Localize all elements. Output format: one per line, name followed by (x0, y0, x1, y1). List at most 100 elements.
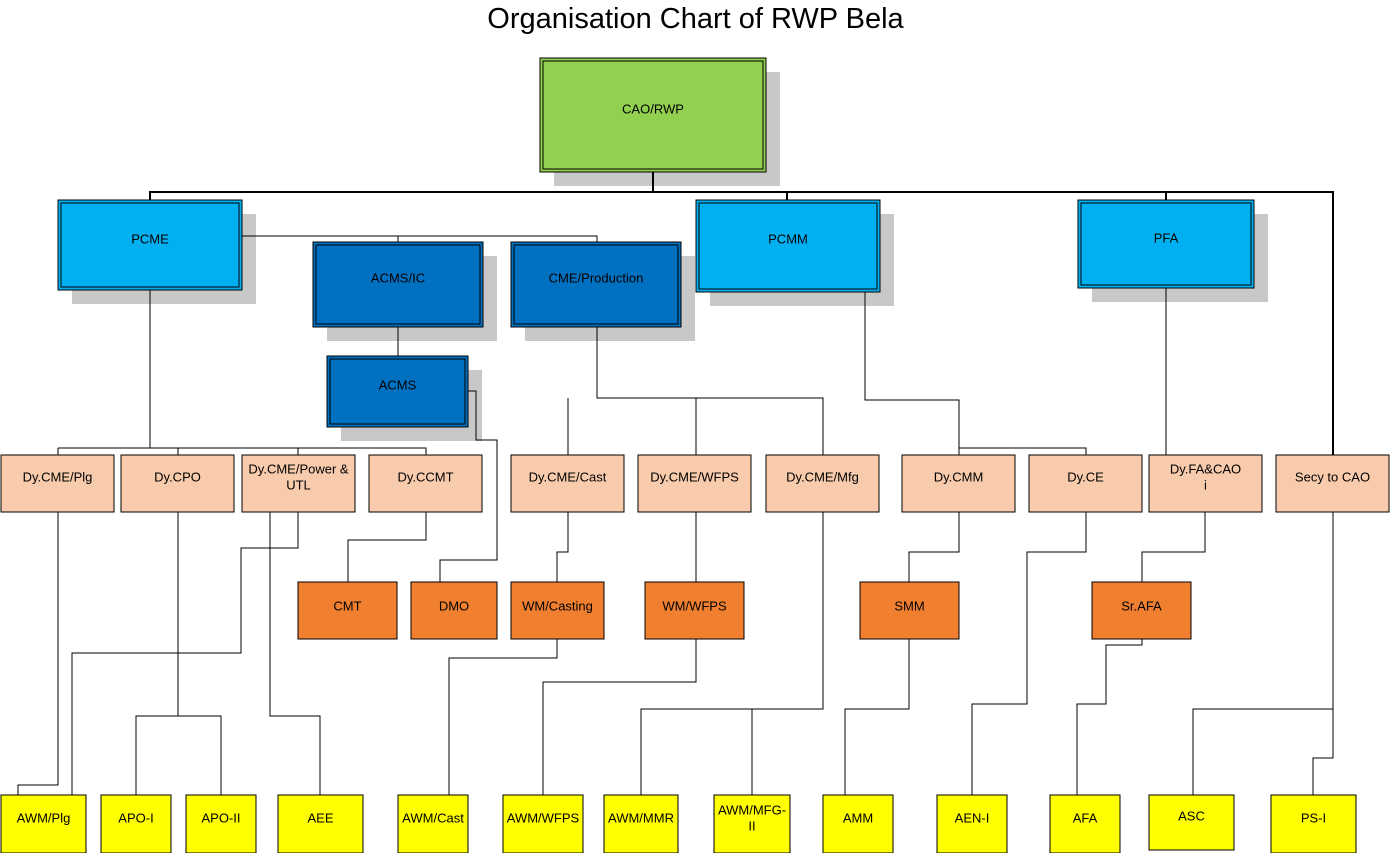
node-aen-i: AEN-I (936, 794, 1008, 853)
node-box (603, 794, 679, 853)
node-label: PS-I (1301, 810, 1326, 825)
node-awm-wfps: AWM/WFPS (502, 794, 584, 853)
node-box (312, 241, 484, 328)
node-dmo: DMO (410, 581, 498, 640)
connector-line (135, 512, 179, 795)
node-box (502, 794, 584, 853)
connector-line (149, 172, 654, 200)
node-apo-ii: APO-II (185, 794, 257, 853)
connector-line (844, 639, 910, 795)
node-label: APO-I (118, 810, 153, 825)
node-box (936, 794, 1008, 853)
node-inner-border (513, 244, 679, 325)
node-label: AEN-I (955, 810, 990, 825)
node-sr-afa: Sr.AFA (1091, 581, 1192, 640)
node-label: Dy.CME/Mfg (786, 469, 859, 484)
node-asc: ASC (1148, 794, 1235, 851)
connector-line (448, 639, 558, 795)
chart-title: Organisation Chart of RWP Bela (487, 3, 904, 35)
node-label: AFA (1073, 810, 1098, 825)
node-label: WM/Casting (522, 598, 593, 613)
node-box (1270, 794, 1357, 853)
connector-line (864, 292, 1087, 455)
node-label: Dy.CME/Plg (23, 469, 93, 484)
node-dy-cme-cast: Dy.CME/Cast (510, 454, 625, 513)
node-label: AEE (307, 810, 333, 825)
node-box (510, 454, 625, 513)
node-label: AWM/Plg (17, 810, 71, 825)
connector-line (242, 235, 598, 242)
node-box (1028, 454, 1143, 513)
node-box (644, 581, 745, 640)
connector-line (542, 639, 697, 795)
node-inner-border (1080, 202, 1252, 286)
node-pcme: PCME (57, 199, 243, 291)
node-cmt: CMT (297, 581, 398, 640)
node-dy-ce: Dy.CE (1028, 454, 1143, 513)
node-label: PFA (1154, 230, 1179, 245)
node-box (0, 794, 87, 853)
node-box (277, 794, 364, 853)
connector-line (58, 447, 427, 455)
node-label: Sr.AFA (1121, 598, 1162, 613)
connector-line (347, 512, 427, 582)
node-box (0, 454, 115, 513)
node-smm: SMM (859, 581, 960, 640)
node-label: AWM/WFPS (507, 810, 580, 825)
node-ps-i: PS-I (1270, 794, 1357, 853)
node-pcmm: PCMM (695, 199, 881, 293)
node-label: Secy to CAO (1295, 469, 1370, 484)
node-label: Dy.CPO (154, 469, 201, 484)
node-apo-i: APO-I (100, 794, 172, 853)
node-label: AWM/MFG- (718, 802, 786, 817)
node-label: ACMS (379, 377, 417, 392)
node-dy-cpo: Dy.CPO (120, 454, 235, 513)
node-label: AWM/MMR (608, 810, 674, 825)
connector-line (971, 512, 1087, 795)
node-amm: AMM (822, 794, 894, 853)
connector-line (653, 191, 1334, 455)
connector-line (1076, 639, 1143, 795)
node-acms: ACMS (326, 355, 469, 428)
node-label: Dy.CMM (934, 469, 984, 484)
connector-line (653, 191, 788, 200)
node-box (539, 57, 767, 173)
node-box (1077, 199, 1255, 289)
node-label: PCMM (768, 231, 808, 246)
node-inner-border (698, 202, 878, 290)
node-cme-prod: CME/Production (510, 241, 682, 328)
connector-line (640, 512, 824, 795)
node-awm-mmr: AWM/MMR (603, 794, 679, 853)
node-label: SMM (894, 598, 924, 613)
node-box (765, 454, 880, 513)
node-dy-ccmt: Dy.CCMT (368, 454, 483, 513)
node-label: i (1204, 477, 1207, 492)
node-box (241, 454, 356, 513)
node-label: PCME (131, 231, 169, 246)
node-dy-cme-mfg: Dy.CME/Mfg (765, 454, 880, 513)
connector-line (439, 390, 498, 582)
node-afa: AFA (1049, 794, 1121, 853)
node-label: Dy.FA&CAO (1170, 461, 1241, 476)
box-layer: CAO/RWP PCME ACMS/IC CME/Production PCMM PFA A… (0, 57, 1390, 853)
node-box (510, 241, 682, 328)
connector-line (1141, 512, 1206, 582)
node-inner-border (315, 244, 481, 325)
connector-line (556, 512, 569, 582)
node-box (901, 454, 1016, 513)
connector-line (596, 327, 824, 455)
node-box (120, 454, 235, 513)
node-box (822, 794, 894, 853)
node-dy-cme-wfps: Dy.CME/WFPS (637, 454, 752, 513)
node-box (185, 794, 257, 853)
node-label: CAO/RWP (622, 101, 684, 116)
node-label: CMT (333, 598, 361, 613)
connector-line (653, 191, 1167, 200)
connector-layer (17, 172, 1334, 795)
node-acms-ic: ACMS/IC (312, 241, 484, 328)
connector-line (908, 512, 960, 582)
node-box (410, 581, 498, 640)
node-box (510, 581, 605, 640)
node-dy-cmm: Dy.CMM (901, 454, 1016, 513)
